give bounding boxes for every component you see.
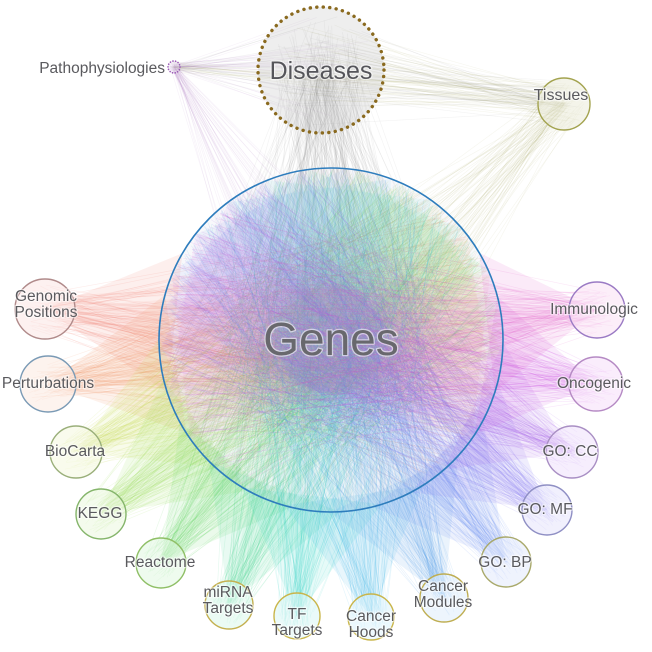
edge-bundle-go-cc	[159, 171, 592, 472]
edge-bundle-tf-targets	[207, 171, 477, 633]
node-reactome[interactable]	[135, 537, 187, 589]
node-go-mf[interactable]	[521, 484, 573, 536]
node-cancer-hoods[interactable]	[347, 593, 395, 641]
label-kegg: KEGG	[78, 505, 123, 522]
node-tissues[interactable]	[537, 77, 591, 131]
layer-edges	[21, 16, 617, 633]
edge-bundle-genomic-positions	[21, 212, 502, 487]
label-reactome: Reactome	[125, 554, 196, 571]
edge-bundle-diseases	[166, 16, 583, 510]
node-diseases[interactable]	[256, 5, 386, 135]
label-immunologic: Immunologic	[550, 301, 638, 318]
node-genomic-positions[interactable]	[14, 278, 76, 340]
node-go-cc[interactable]	[545, 425, 599, 479]
node-biocarta[interactable]	[49, 425, 103, 479]
layer-nodes	[14, 5, 626, 641]
node-cancer-modules[interactable]	[419, 573, 469, 623]
node-oncogenic[interactable]	[568, 356, 624, 412]
label-genes: Genes	[263, 313, 399, 365]
edge-bundle-tissues	[163, 24, 586, 511]
label-biocarta: BioCarta	[45, 443, 106, 460]
edge-bundle-perturbations	[27, 192, 503, 463]
edge-bundle-go-bp	[159, 169, 526, 581]
node-mirna-targets[interactable]	[204, 580, 254, 630]
node-genes[interactable]	[158, 167, 504, 513]
node-tf-targets[interactable]	[273, 592, 321, 640]
label-perturbations: Perturbations	[2, 375, 94, 392]
edge-bundle-immunologic	[163, 213, 617, 485]
label-go-bp: GO: BP	[478, 554, 531, 571]
edge-bundle-kegg	[83, 168, 503, 534]
node-perturbations[interactable]	[19, 355, 77, 413]
node-pathophysiologies[interactable]	[167, 60, 181, 74]
layer-labels: Genes Diseases PathophysiologiesTissuesGen…	[1, 56, 640, 643]
label-tissues: Tissues	[534, 87, 589, 104]
edge-bundle-cancer-hoods	[182, 173, 459, 632]
node-go-bp[interactable]	[480, 536, 532, 588]
edge-bundle-go-mf	[161, 170, 566, 530]
label-go-mf: GO: MF	[517, 501, 572, 518]
edge-bundle-pathophysiologies	[169, 17, 497, 509]
node-kegg[interactable]	[75, 488, 127, 540]
edge-bundle-biocarta	[56, 171, 503, 472]
edge-bundle-reactome	[142, 168, 503, 582]
label-go-cc: GO: CC	[542, 443, 597, 460]
label-pathophysiologies: Pathophysiologies	[39, 60, 165, 77]
edge-bundle-cancer-modules	[161, 168, 463, 616]
edge-bundle-mirna-targets	[209, 169, 498, 624]
label-diseases: Diseases	[270, 57, 373, 85]
node-immunologic[interactable]	[568, 281, 626, 339]
label-oncogenic: Oncogenic	[557, 375, 631, 392]
edge-bundle-oncogenic	[165, 191, 617, 466]
